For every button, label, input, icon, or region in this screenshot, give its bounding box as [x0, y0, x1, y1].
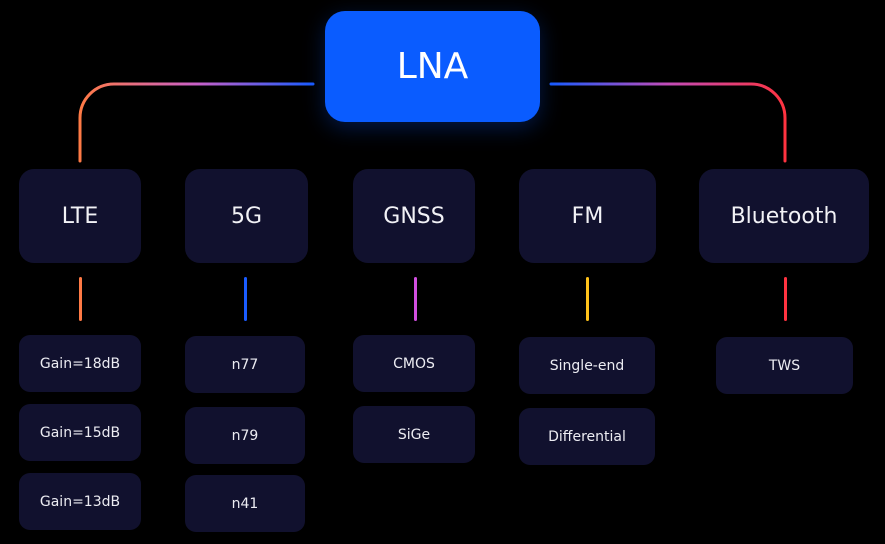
leaf-differential: Differential: [519, 408, 655, 465]
leaf-gain-13db: Gain=13dB: [19, 473, 141, 530]
leaf-label: CMOS: [393, 355, 435, 372]
leaf-label: Gain=18dB: [39, 355, 121, 372]
lte-connector: [79, 277, 82, 321]
category-label: 5G: [230, 203, 263, 229]
category-label: FM: [571, 203, 604, 229]
category-label: Bluetooth: [730, 203, 838, 229]
leaf-n77: n77: [185, 336, 305, 393]
category-bluetooth: Bluetooth: [699, 169, 869, 263]
category-5g: 5G: [185, 169, 308, 263]
leaf-label: n41: [231, 495, 259, 512]
leaf-cmos: CMOS: [353, 335, 475, 392]
leaf-gain-15db: Gain=15dB: [19, 404, 141, 461]
category-fm: FM: [519, 169, 656, 263]
leaf-n79: n79: [185, 407, 305, 464]
category-label: LTE: [61, 203, 99, 229]
leaf-label: n77: [231, 356, 259, 373]
category-gnss: GNSS: [353, 169, 475, 263]
leaf-label: Gain=13dB: [39, 493, 121, 510]
leaf-gain-18db: Gain=18dB: [19, 335, 141, 392]
leaf-label: Single-end: [549, 357, 625, 374]
leaf-sige: SiGe: [353, 406, 475, 463]
bluetooth-connector: [784, 277, 787, 321]
leaf-label: SiGe: [397, 426, 431, 443]
leaf-label: TWS: [768, 357, 801, 374]
leaf-tws: TWS: [716, 337, 853, 394]
root-label: LNA: [396, 46, 469, 87]
leaf-label: Differential: [548, 428, 626, 445]
connector-right: [549, 82, 787, 163]
connector-left: [78, 82, 315, 163]
root-node-lna: LNA: [325, 11, 540, 122]
category-label: GNSS: [383, 203, 445, 229]
category-lte: LTE: [19, 169, 141, 263]
fm-connector: [586, 277, 589, 321]
leaf-label: Gain=15dB: [39, 424, 121, 441]
leaf-label: n79: [231, 427, 259, 444]
leaf-single-end: Single-end: [519, 337, 655, 394]
gnss-connector: [414, 277, 417, 321]
leaf-n41: n41: [185, 475, 305, 532]
5g-connector: [244, 277, 247, 321]
